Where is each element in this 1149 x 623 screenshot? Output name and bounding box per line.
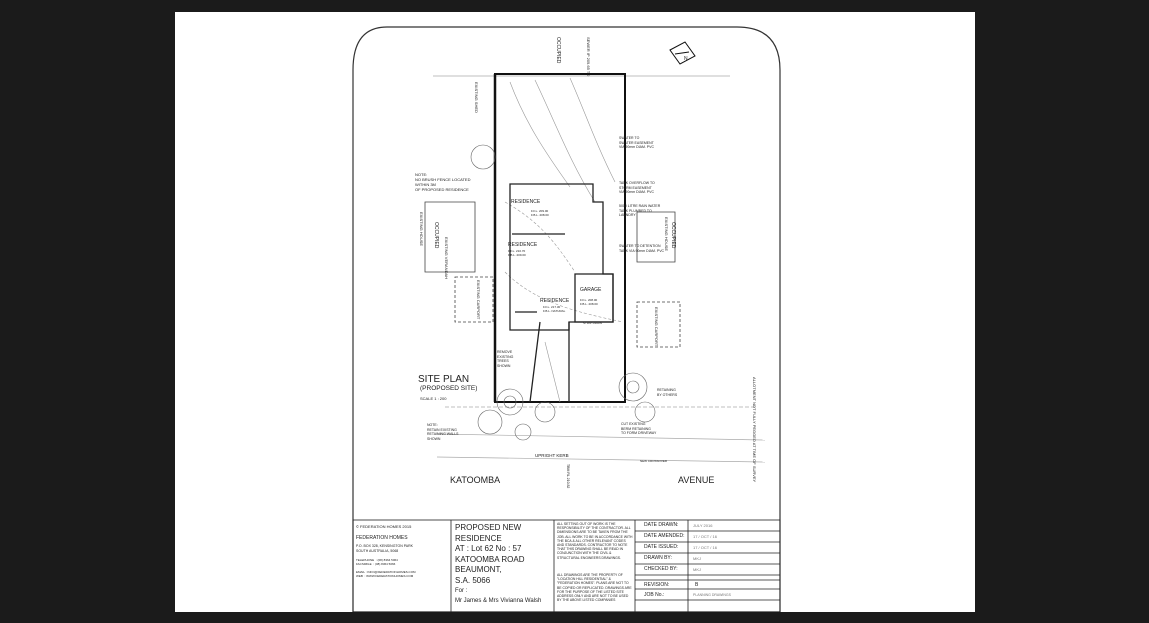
street-name-left: KATOOMBA [450, 475, 500, 485]
existing-carport-right-label: EXISTING CARPORT [654, 307, 659, 347]
residence-1-levels: F.F.L. 209.00 F.B.L. 208.00 [531, 209, 549, 217]
swater-note: SWATER TO SWATER EASEMENT VIA 90mm DIAM.… [619, 136, 655, 149]
for-label: For : [455, 588, 468, 594]
street-lines [433, 75, 766, 463]
company-email: EMAIL : INFO@FEDERATIONHOMES.COM WEB : W… [356, 570, 416, 578]
kerb-label: UPRIGHT KERB [535, 453, 569, 458]
plan-subtitle: (PROPOSED SITE) [420, 385, 477, 392]
contractor-notes: ALL SETTING OUT OF WORK IS THE RESPONSIB… [557, 522, 633, 560]
site-plan-drawing: SITE PLAN (PROPOSED SITE) SCALE 1 : 200 … [352, 26, 781, 612]
property-notes: ALL DRAWINGS ARE THE PROPERTY OF "LOCATI… [557, 573, 632, 603]
company-phone: TELEPHONE : (08) 8364 5064 FACSIMILE : (… [356, 558, 398, 566]
residence-3-label: RESIDENCE [540, 298, 570, 304]
tank-overflow-note: TANK OVERFLOW TO STORM EASEMENT VIA 90mm… [619, 181, 655, 194]
remove-trees-note: REMOVE EXISTING TREES SHOWN [497, 350, 514, 368]
checked-by-label: CHECKED BY: [644, 566, 678, 572]
street-name-right: AVENUE [678, 475, 714, 485]
residence-2-label: RESIDENCE [508, 242, 538, 248]
trees [470, 144, 656, 441]
site-boundary [493, 73, 626, 403]
checked-by-value: MKJ [693, 567, 701, 572]
revision-value: B [695, 582, 699, 588]
garage-levels: F.F.L. 208.00 F.B.L. 208.00 [580, 298, 598, 306]
date-drawn-value: JULY 2016 [693, 523, 713, 528]
drawn-by-value: MKJ [693, 556, 701, 561]
tbm-label: TBM RL 210.82 [566, 464, 570, 488]
residence-1-label: RESIDENCE [511, 199, 541, 205]
date-issued-value: 17 / OCT / 16 [693, 545, 717, 550]
project-line-3: AT : Lot 62 No : 57 [455, 544, 522, 553]
project-line-4: KATOOMBA ROAD [455, 554, 525, 564]
project-line-6: S.A. 5066 [455, 575, 491, 585]
cut-existing-note: CUT EXISTING BERM RETAINING TO FORM DRIV… [621, 422, 657, 435]
contour-lines [504, 77, 624, 403]
project-description: PROPOSED NEW RESIDENCE AT : Lot 62 No : … [455, 523, 525, 586]
sheet-border [352, 26, 781, 612]
swater-detention-note: SWATER TO DETENTION TANK VIA 90mm DIAM. … [619, 244, 665, 253]
occupied-right-label: OCCUPIED [670, 222, 676, 249]
residence-footprint [509, 183, 614, 403]
date-drawn-label: DATE DRAWN: [644, 522, 679, 528]
date-amended-value: 17 / OCT / 16 [693, 534, 717, 539]
sewer-label: SEWER IP 209.65 TO [586, 37, 591, 76]
strip-drain-label: STRIP DRAIN [583, 321, 602, 325]
north-label: N [684, 56, 688, 62]
occupied-top-label: OCCUPIED [555, 37, 561, 64]
title-block-frame [352, 519, 781, 612]
retain-walls-note: NOTE: RETAIN EXISTING RETAINING WALLS SH… [427, 423, 459, 441]
date-issued-label: DATE ISSUED: [644, 544, 679, 550]
job-number-value: PLANNING DRAWINGS [693, 593, 731, 597]
project-line-1: PROPOSED NEW [455, 523, 522, 532]
job-number-label: JOB No.: [644, 592, 665, 598]
residence-2-levels: F.F.L. 210.70 F.B.L. 209.00 [508, 249, 526, 257]
company-name: FEDERATION HOMES [356, 535, 408, 541]
plan-scale: SCALE 1 : 200 [420, 396, 447, 401]
existing-verandah-label: EXISTING VERANDAH [444, 237, 449, 279]
existing-carport-left-label: EXISTING CARPORT [476, 280, 481, 320]
drawing-sheet: SITE PLAN (PROPOSED SITE) SCALE 1 : 200 … [175, 12, 975, 612]
tank-5000-note: 5000 LITRE RAIN WATER TANK PLUMBED TO LA… [619, 204, 661, 217]
company-address: P.O. BOX 328, KENSINGTON PARK SOUTH AUST… [356, 544, 413, 553]
garage-label: GARAGE [580, 287, 602, 293]
tbm-line-1: TBM RL 210.82 [566, 464, 570, 488]
copyright-text: © FEDERATION HOMES 2015 [356, 524, 412, 529]
allotment-label: ALLOTMENT NOT FULLY PEGGED AT TIME OF SU… [752, 377, 757, 483]
drawn-by-label: DRAWN BY: [644, 555, 672, 561]
client-name: Mr James & Mrs Vivianna Walsh [455, 598, 542, 604]
project-line-5: BEAUMONT, [455, 565, 502, 574]
date-amended-label: DATE AMENDED: [644, 533, 685, 539]
occupied-left-label: OCCUPIED [433, 222, 439, 249]
project-line-2: RESIDENCE [455, 533, 502, 543]
note-fence: NOTE: NO BRUSH FENCE LOCATED WITHIN 3M O… [415, 172, 471, 192]
plan-title: SITE PLAN [418, 374, 469, 385]
north-arrow-icon [669, 41, 696, 65]
existing-shed-label: EXISTING SHED [474, 82, 479, 113]
revision-label: REVISION: [644, 582, 670, 588]
residence-3-levels: F.F.L. 217.30 F.B.L. NATURAL [543, 305, 566, 313]
existing-house-left-label: EXISTING HOUSE [419, 212, 424, 246]
retaining-others-note: RETAINING BY OTHERS [657, 388, 678, 397]
new-crossover-label: NEW CROSSOVER [640, 459, 668, 463]
existing-house-right-label: EXISTING HOUSE [664, 217, 669, 251]
neighbour-buildings [424, 201, 681, 348]
